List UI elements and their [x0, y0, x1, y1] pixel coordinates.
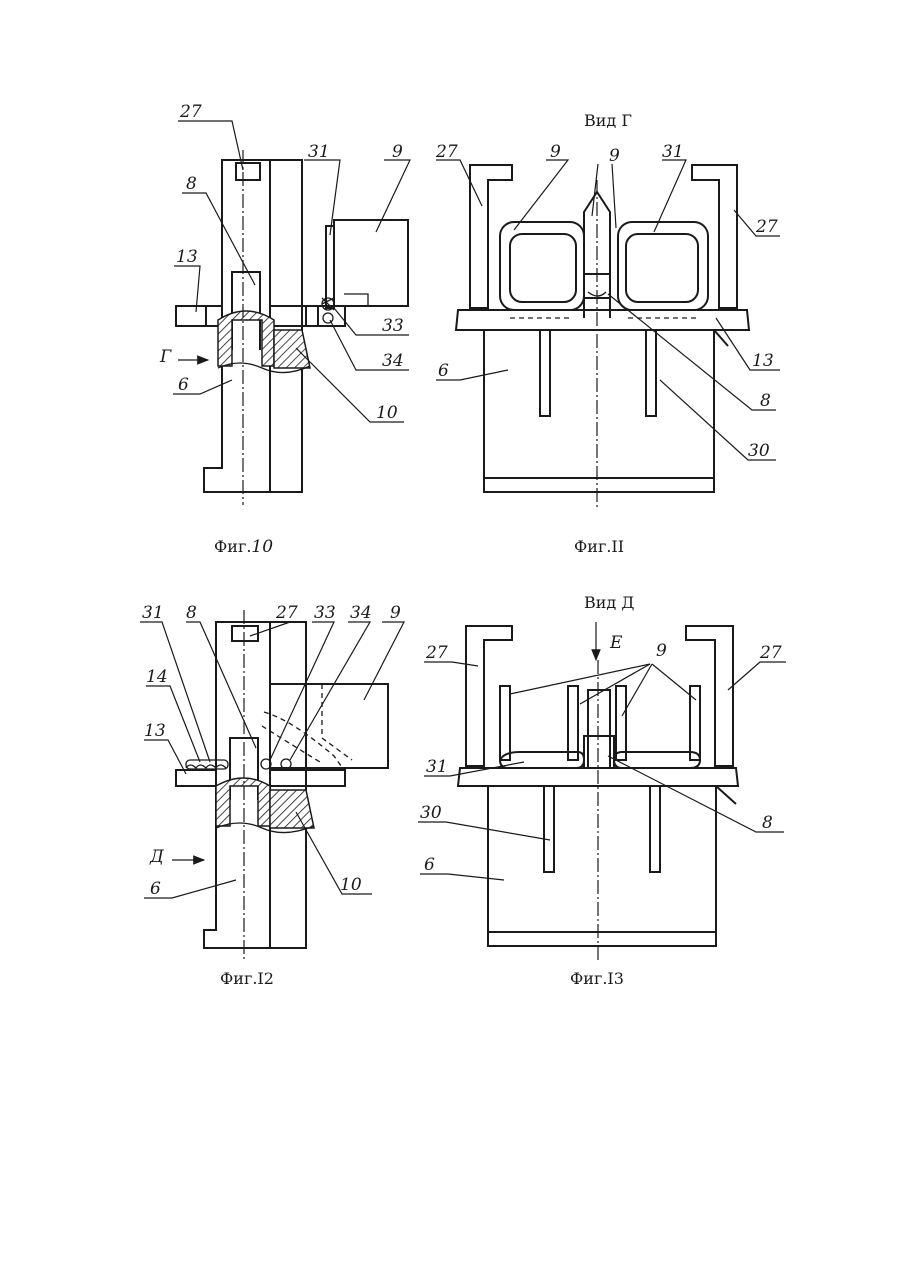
fig11-view-title: Вид Г: [584, 111, 632, 130]
fig10-label-6: 6: [178, 375, 189, 395]
fig13-drawing: [418, 622, 786, 960]
fig11-label-27-right: 27: [755, 217, 778, 237]
fig10-label-33: 33: [382, 316, 404, 336]
fig12-label-14: 14: [146, 667, 168, 687]
fig12-caption: Фиг.I2: [220, 969, 274, 988]
fig13-label-27-left: 27: [425, 643, 448, 663]
fig11-label-8: 8: [760, 391, 771, 411]
fig13-label-30: 30: [420, 803, 442, 823]
fig10-caption-number: 10: [251, 537, 273, 557]
fig11-label-6: 6: [438, 361, 449, 381]
fig13-label-27-right: 27: [759, 643, 782, 663]
fig12-label-9: 9: [390, 603, 401, 623]
fig13-label-8: 8: [762, 813, 773, 833]
fig13-caption: Фиг.I3: [570, 969, 624, 988]
fig12-label-6: 6: [150, 879, 161, 899]
fig10-label-13: 13: [176, 247, 198, 267]
fig12-label-34: 34: [350, 603, 372, 623]
fig13-view-title: Вид Д: [584, 593, 634, 612]
fig11-caption: Фиг.II: [574, 537, 624, 556]
fig10-label-8: 8: [186, 174, 197, 194]
fig12-label-33: 33: [314, 603, 336, 623]
fig10-drawing: [173, 121, 410, 505]
fig11-label-27-left: 27: [435, 142, 458, 162]
fig11-label-30: 30: [748, 441, 770, 461]
fig11-label-9-left: 9: [550, 142, 561, 162]
fig11-label-9-center: 9: [609, 146, 620, 166]
fig11-labels: 27 9 9 31 27 13 6 8 30: [435, 142, 778, 461]
fig12-label-13: 13: [144, 721, 166, 741]
fig10-label-10: 10: [376, 403, 398, 423]
figure-11: Вид Г: [435, 111, 780, 556]
fig10-labels: 27 8 31 9 13 33 34 6 10 Г: [159, 102, 404, 423]
fig10-view-arrow-label: Г: [159, 347, 172, 367]
fig10-label-9: 9: [392, 142, 403, 162]
fig12-label-10: 10: [340, 875, 362, 895]
figure-10: 27 8 31 9 13 33 34 6 10 Г Фиг.10: [159, 102, 410, 557]
fig12-label-8: 8: [186, 603, 197, 623]
fig13-labels: Е 27 9 27 31 30 8 6: [420, 633, 782, 875]
fig13-label-6: 6: [424, 855, 435, 875]
fig12-label-27: 27: [275, 603, 298, 623]
figure-13: Вид Д: [418, 593, 786, 988]
fig12-labels: 31 8 27 33 34 9 14 13 6 10 Д: [142, 603, 401, 899]
fig12-drawing: [140, 610, 404, 962]
fig10-caption-prefix: Фиг.: [214, 537, 251, 556]
fig13-view-arrow-label: Е: [609, 633, 623, 653]
fig10-label-31: 31: [308, 142, 330, 162]
fig11-label-31: 31: [662, 142, 684, 162]
fig11-label-13: 13: [752, 351, 774, 371]
figure-12: 31 8 27 33 34 9 14 13 6 10 Д Фиг.I2: [140, 603, 404, 988]
fig10-label-27: 27: [179, 102, 202, 122]
fig12-view-arrow-label: Д: [149, 847, 165, 867]
fig10-label-34: 34: [382, 351, 404, 371]
fig10-caption: Фиг.10: [214, 537, 273, 557]
fig13-label-9: 9: [656, 641, 667, 661]
fig13-label-31: 31: [426, 757, 448, 777]
fig11-drawing: [436, 160, 780, 510]
fig12-label-31: 31: [142, 603, 164, 623]
